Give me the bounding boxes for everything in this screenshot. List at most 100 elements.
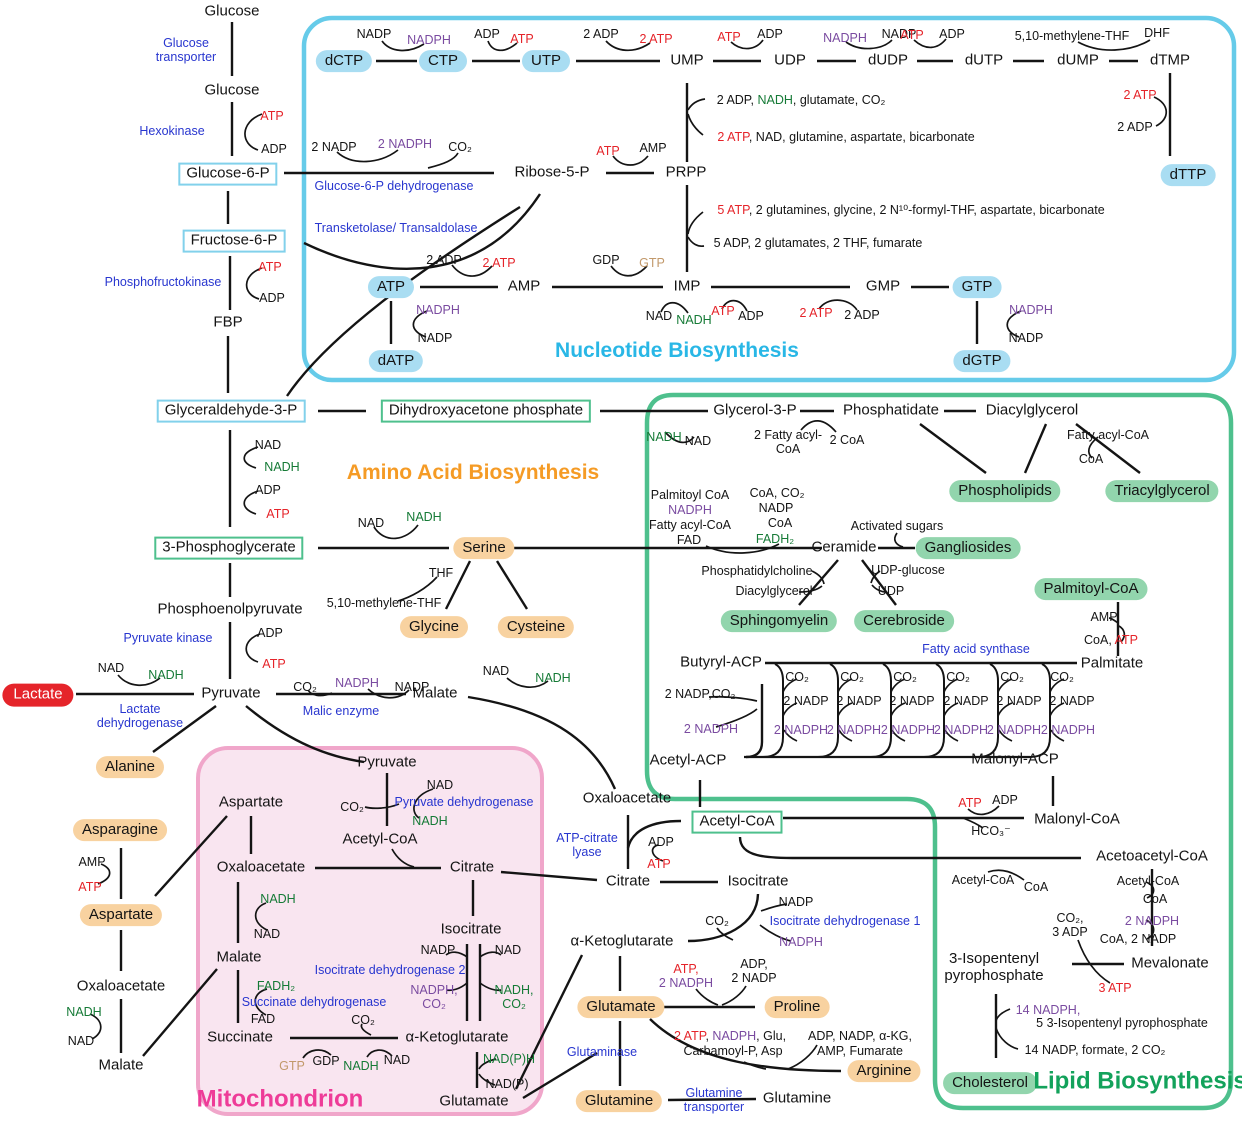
udp-atp: ATP [717, 30, 740, 44]
dttp-2adp: 2 ADP [1117, 120, 1152, 134]
asn-amp-text: AMP [78, 855, 106, 869]
fas-loop [891, 729, 906, 742]
proline: Proline [764, 996, 830, 1018]
idh2-nadp-text: NADP [420, 943, 456, 957]
g3p-atp-text: ATP [266, 507, 290, 521]
gmp-adp-text: ADP [738, 309, 764, 323]
pyruvate-cyt: Pyruvate [201, 685, 260, 703]
pyruvate-kinase: Pyruvate kinase [124, 631, 213, 645]
amino-acid-biosynthesis-title-text: Amino Acid Biosynthesis [346, 461, 600, 485]
dhap: Dihydroxyacetone phosphate [380, 399, 592, 423]
dutp-text: dUTP [964, 51, 1004, 69]
chol-14nadph: 14 NADPH, [1016, 1003, 1081, 1017]
pdh-nad: NAD [427, 778, 453, 792]
butyryl-acp-text: Butyryl-ACP [680, 653, 762, 671]
dutp: dUTP [964, 51, 1004, 70]
fas-2nadph-5: 2 NADPH [987, 723, 1041, 737]
succinate: Succinate [207, 1029, 273, 1047]
acetyl-coa-box-text: Acetyl-CoA [699, 812, 775, 830]
fas-2nadph-1: 2 NADPH [774, 723, 828, 737]
cer-palmitoyl-coa-text: Palmitoyl CoA [650, 488, 730, 502]
g3p-nad-text: NAD [254, 438, 282, 452]
prpp: PRPP [666, 164, 707, 182]
g6pdh-co2-text: CO₂ [448, 140, 472, 154]
prpp-atp: ATP [596, 144, 619, 158]
3-phosphoglycerate-text: 3-Phosphoglycerate [162, 538, 296, 556]
ipp-co2-3adp-text: CO₂, [1056, 911, 1084, 925]
ctp-nadph: NADPH [407, 33, 451, 47]
pa-fatty-acyl-coa: 2 Fatty acyl-CoA [754, 428, 822, 456]
utp: UTP [522, 50, 570, 72]
tag-coa-text: CoA [1078, 452, 1104, 466]
fas-loop [997, 678, 1013, 693]
atp-citrate-lyase-text: ATP-citrate [556, 831, 618, 845]
fas-loop [782, 678, 798, 693]
datp-nadph: NADPH [416, 303, 460, 317]
ceramide-text: Ceramide [811, 538, 877, 556]
gmp-nadh-text: NADH [676, 313, 712, 327]
mev-coa-text: CoA [1142, 892, 1168, 906]
ump: UMP [670, 52, 703, 70]
mitochondrion-title-text: Mitochondrion [196, 1085, 364, 1113]
pc-coa-atp: CoA, ATP [1084, 633, 1138, 647]
nucleotide-region [301, 15, 1237, 383]
alpha-ketoglutarate-cyt: α-Ketoglutarate [571, 933, 674, 951]
arginine-text: Arginine [856, 1061, 912, 1079]
ump-products: 2 ADP, NADH, glutamate, CO₂ [717, 93, 886, 107]
ipp-co2-3adp: CO₂,3 ADP [1052, 911, 1087, 939]
diacylglycerol-text: Diacylglycerol [985, 401, 1079, 419]
ump-substrates-text: 2 ATP [717, 130, 749, 144]
fas-2nadp-3: 2 NADP [889, 694, 934, 708]
cysteine-text: Cysteine [506, 617, 566, 635]
isocitrate-mito-text: Isocitrate [440, 920, 502, 938]
akg-co2: CO₂ [351, 1013, 375, 1027]
fas-loop [783, 729, 798, 742]
fas-co2-6-text: CO₂ [1050, 670, 1074, 684]
sdh-fadh2: FADH₂ [257, 979, 295, 993]
asn-atp-text: ATP [78, 880, 102, 894]
serine-nadh: NADH [406, 510, 441, 524]
arginine-substrates-1: 2 ATP, NADPH, Glu, [674, 1029, 786, 1043]
pfk-adp-text: ADP [259, 291, 285, 305]
lipid-biosynthesis-title: Lipid Biosynthesis [1033, 1068, 1242, 1096]
cer-fadh2: FADH₂ [756, 532, 794, 546]
g6pdh-2nadph: 2 NADPH [378, 137, 432, 151]
atp-citrate-lyase-text: lyase [572, 845, 602, 859]
g3p-adp-text: ADP [255, 483, 281, 497]
isopentenyl-pyrophosphate-text: 3-Isopentenyl [948, 950, 1040, 968]
g3p-nadh: NADH [264, 460, 299, 474]
fas-loop [762, 663, 784, 758]
cer-coa-co2: CoA, CO₂ [750, 486, 805, 500]
phospholipids-text: Phospholipids [958, 481, 1052, 499]
dudp-text: dUDP [867, 51, 909, 69]
chol-5ipp: 5 3-Isopentenyl pyrophosphate [1036, 1016, 1208, 1030]
triacylglycerol: Triacylglycerol [1105, 480, 1219, 502]
fas-loop [977, 663, 999, 758]
imp-substrates-text: 5 ATP [717, 203, 749, 217]
pa-fatty-acyl-coa-text: CoA [775, 442, 801, 456]
pdh-nadh: NADH [412, 814, 447, 828]
fas-co2-4: CO₂ [946, 670, 970, 684]
isocitrate-mito: Isocitrate [440, 920, 502, 939]
palmitate: Palmitate [1081, 655, 1144, 673]
thf: THF [429, 566, 453, 580]
fas-loop [1049, 678, 1065, 693]
glutaminase-text: Glutaminase [566, 1045, 638, 1059]
gtp-pill: GTP [952, 276, 1002, 298]
pyruvate-dehydrogenase-text: Pyruvate dehydrogenase [394, 795, 534, 809]
malic-enzyme: Malic enzyme [303, 704, 379, 718]
alanine-text: Alanine [104, 757, 156, 775]
pep-text: Phosphoenolpyruvate [157, 600, 303, 618]
amp-2atp-text: 2 ATP [482, 256, 516, 270]
malonyl-coa-text: Malonyl-CoA [1034, 810, 1120, 828]
palmitoyl-coa: Palmitoyl-CoA [1034, 578, 1148, 600]
glyceraldehyde-3-p-text: Glyceraldehyde-3-P [164, 401, 298, 419]
acetyl-coa-box: Acetyl-CoA [691, 810, 783, 834]
fas-co2-5-text: CO₂ [1000, 670, 1024, 684]
fas-co2-1-text: CO₂ [785, 670, 809, 684]
fas-2nadp-1-text: 2 NADP [783, 694, 829, 708]
gtp-2atp: 2 ATP [799, 306, 832, 320]
fas-loop [1029, 663, 1051, 758]
arginine-substrates-2: Carbamoyl-P, Asp [683, 1044, 782, 1058]
